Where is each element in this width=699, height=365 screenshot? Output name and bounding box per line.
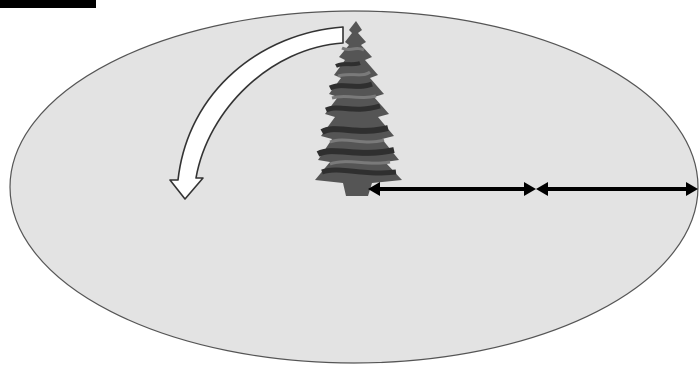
corner-bar xyxy=(0,0,96,8)
